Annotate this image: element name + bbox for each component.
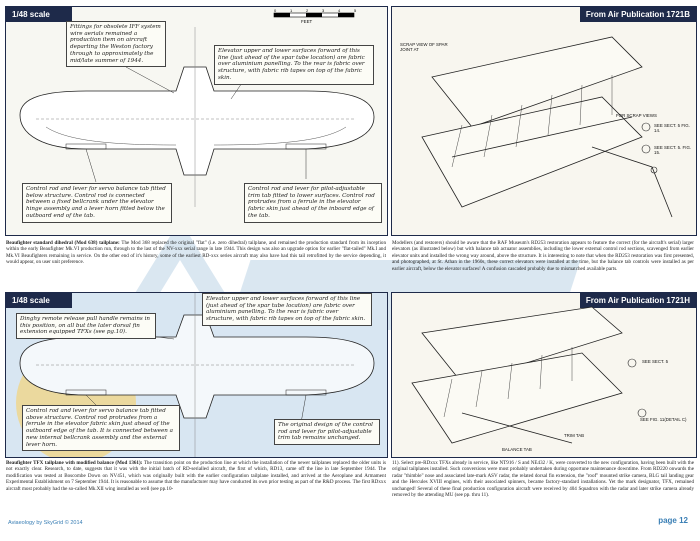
air-publication-1721h-panel: From Air Publication 1721H SEE SECT. 5 S… [391,292,697,458]
label-scrap-view: SCRAP VIEW OF SPAR JOINT AT [400,42,448,52]
caption-tfx-conversions: 11). Select pre-RDxxx TFXs already in se… [392,460,694,499]
note-servo-tab-tfx: Control rod and lever for servo balance … [22,405,180,452]
footer-credit: Aviaeology by SkyGrid © 2014 [8,520,83,526]
label-see-sect5: SEE SECT. 5 [642,359,669,364]
tailplane-drawing-standard: 0 1 2 3 4 5 [19,8,375,207]
note-iff-fittings: Fittings for obsolete IFF system wire ae… [66,21,166,68]
caption-standard-tailplane: Beaufighter standard dihedral (Mod 638) … [6,240,386,266]
label-sect5-fig14: SEE SECT. 5 FIG. 14. [654,123,690,133]
scale-badge: 1/48 scale [6,293,72,308]
tailplane-planview-standard: 1/48 scale 0 1 2 3 4 5 FEET Fittings for obso… [5,6,388,236]
caption-tfx-tailplane: Beaufighter TFX tailplane with modified … [6,460,386,492]
caption-body: The Mod 368 replaced the original "flat"… [6,240,386,266]
note-elevator-surfaces: Elevator upper and lower surfaces forwar… [202,293,372,326]
tailplane-planview-tfx: 1/48 scale Dinghy remote release pull ha… [5,292,388,458]
note-original-trim: The original design of the control rod a… [274,419,380,446]
label-trim-tab: TRIM TAB [564,433,585,438]
scale-bar [273,12,355,18]
label-balance-tab: BALANCE TAB [502,447,532,452]
scale-unit: FEET [301,19,313,24]
publication-title: From Air Publication 1721H [579,293,696,308]
elevator-structure-diagram-tfx [411,306,647,444]
scale-tick-label: 2 [306,8,309,13]
caption-restoration-note: Modellers (and restorers) should be awar… [392,240,694,272]
caption-heading: Beaufighter TFX tailplane with modified … [6,460,143,466]
elevator-structure-diagram [421,36,673,218]
scale-tick-label: 4 [338,8,341,13]
note-servo-tab: Control rod and lever for servo balance … [22,183,172,223]
scale-tick-label: 5 [354,8,357,13]
label-sect5-fig15: SEE SECT. 5. FIG. 15. [654,145,692,155]
scale-tick-label: 3 [322,8,325,13]
caption-body: The transition point on the production l… [6,460,386,492]
air-publication-1721b-panel: From Air Publication 1721B SCRAP VIEW OF… [391,6,697,236]
scale-tick-label: 0 [274,8,277,13]
note-dinghy-release: Dinghy remote release pull handle remain… [16,313,156,340]
label-scrap-views: FOR SCRAP VIEWS [616,113,657,118]
publication-title: From Air Publication 1721B [579,7,696,22]
scale-badge: 1/48 scale [6,7,72,22]
note-trim-tab: Control rod and lever for pilot-adjustab… [244,183,382,223]
label-see-fig11: SEE FIG. 11(DETAIL C) [640,417,687,422]
page-number: page 12 [658,516,688,525]
caption-heading: Beaufighter standard dihedral (Mod 638) … [6,240,120,246]
note-elevator-surfaces: Elevator upper and lower surfaces forwar… [214,45,374,85]
scale-tick-label: 1 [290,8,293,13]
